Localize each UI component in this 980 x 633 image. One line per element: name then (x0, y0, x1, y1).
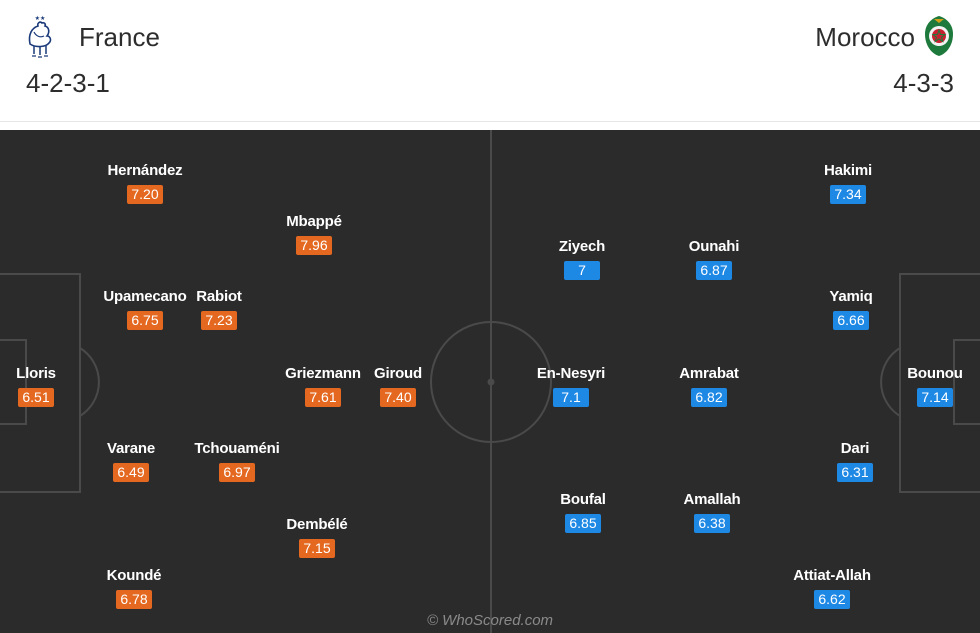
player-rating: 7.96 (296, 236, 332, 255)
player-rating: 6.97 (219, 463, 255, 482)
player-amallah[interactable]: Amallah 6.38 (657, 490, 767, 533)
player-name: Yamiq (829, 288, 873, 305)
player-kounde[interactable]: Koundé 6.78 (79, 566, 189, 609)
player-name: Hernández (107, 162, 183, 179)
player-name: Dari (840, 440, 870, 457)
pitch-markings (0, 130, 980, 633)
player-name: Ziyech (558, 238, 606, 255)
player-rating: 7.15 (299, 539, 335, 558)
player-rating: 6.51 (18, 388, 54, 407)
player-attiat-allah[interactable]: Attiat-Allah 6.62 (777, 566, 887, 609)
player-rating: 7 (564, 261, 600, 280)
player-bounou[interactable]: Bounou 7.14 (880, 364, 980, 407)
player-rating: 6.75 (127, 311, 163, 330)
player-name: Varane (106, 440, 155, 457)
player-rating: 6.49 (113, 463, 149, 482)
player-rating: 7.40 (380, 388, 416, 407)
player-name: Tchouaméni (194, 440, 280, 457)
player-rating: 7.61 (305, 388, 341, 407)
player-rating: 7.34 (830, 185, 866, 204)
player-varane[interactable]: Varane 6.49 (76, 439, 186, 482)
morocco-crest-icon (925, 16, 953, 56)
player-name: Hakimi (824, 162, 872, 179)
player-dembele[interactable]: Dembélé 7.15 (262, 515, 372, 558)
player-rating: 6.31 (837, 463, 873, 482)
player-ounahi[interactable]: Ounahi 6.87 (659, 237, 769, 280)
player-rating: 7.1 (553, 388, 589, 407)
home-team-name[interactable]: France (79, 22, 160, 52)
svg-text:★★: ★★ (35, 15, 46, 22)
player-yamiq[interactable]: Yamiq 6.66 (796, 287, 906, 330)
player-name: Attiat-Allah (793, 567, 871, 584)
player-name: Giroud (374, 365, 422, 382)
player-en-nesyri[interactable]: En-Nesyri 7.1 (516, 364, 626, 407)
player-name: Boufal (560, 491, 606, 508)
player-name: Ounahi (688, 238, 740, 255)
player-name: Amallah (683, 491, 741, 508)
player-rating: 6.85 (565, 514, 601, 533)
player-griezmann[interactable]: Griezmann 7.61 (268, 364, 378, 407)
rooster-crest-icon: ★★ (28, 15, 52, 58)
player-amrabat[interactable]: Amrabat 6.82 (654, 364, 764, 407)
player-hernandez[interactable]: Hernández 7.20 (90, 161, 200, 204)
player-name: Rabiot (196, 288, 242, 305)
player-name: En-Nesyri (536, 365, 606, 382)
player-rating: 6.66 (833, 311, 869, 330)
match-header: ★★ France 4-2-3-1 Morocco 4-3-3 (0, 0, 980, 122)
player-name: Griezmann (285, 365, 361, 382)
player-lloris[interactable]: Lloris 6.51 (0, 364, 91, 407)
player-rating: 6.62 (814, 590, 850, 609)
away-team-name[interactable]: Morocco (815, 22, 915, 52)
player-name: Dembélé (286, 516, 348, 533)
player-rabiot[interactable]: Rabiot 7.23 (164, 287, 274, 330)
player-name: Koundé (106, 567, 162, 584)
player-rating: 6.82 (691, 388, 727, 407)
player-name: Upamecano (103, 288, 187, 305)
player-rating: 6.78 (116, 590, 152, 609)
player-boufal[interactable]: Boufal 6.85 (528, 490, 638, 533)
player-rating: 7.20 (127, 185, 163, 204)
pitch: Hernández 7.20 Mbappé 7.96 Upamecano 6.7… (0, 130, 980, 633)
player-dari[interactable]: Dari 6.31 (800, 439, 910, 482)
player-rating: 6.38 (694, 514, 730, 533)
player-mbappe[interactable]: Mbappé 7.96 (259, 212, 369, 255)
player-upamecano[interactable]: Upamecano 6.75 (90, 287, 200, 330)
player-name: Amrabat (679, 365, 739, 382)
player-rating: 6.87 (696, 261, 732, 280)
player-name: Mbappé (286, 213, 342, 230)
player-tchouameni[interactable]: Tchouaméni 6.97 (182, 439, 292, 482)
home-formation: 4-2-3-1 (26, 68, 110, 98)
player-rating: 7.14 (917, 388, 953, 407)
player-hakimi[interactable]: Hakimi 7.34 (793, 161, 903, 204)
player-giroud[interactable]: Giroud 7.40 (343, 364, 453, 407)
player-ziyech[interactable]: Ziyech 7 (527, 237, 637, 280)
player-name: Bounou (907, 365, 963, 382)
player-name: Lloris (16, 365, 56, 382)
watermark: © WhoScored.com (426, 612, 554, 629)
away-formation: 4-3-3 (893, 68, 954, 98)
player-rating: 7.23 (201, 311, 237, 330)
